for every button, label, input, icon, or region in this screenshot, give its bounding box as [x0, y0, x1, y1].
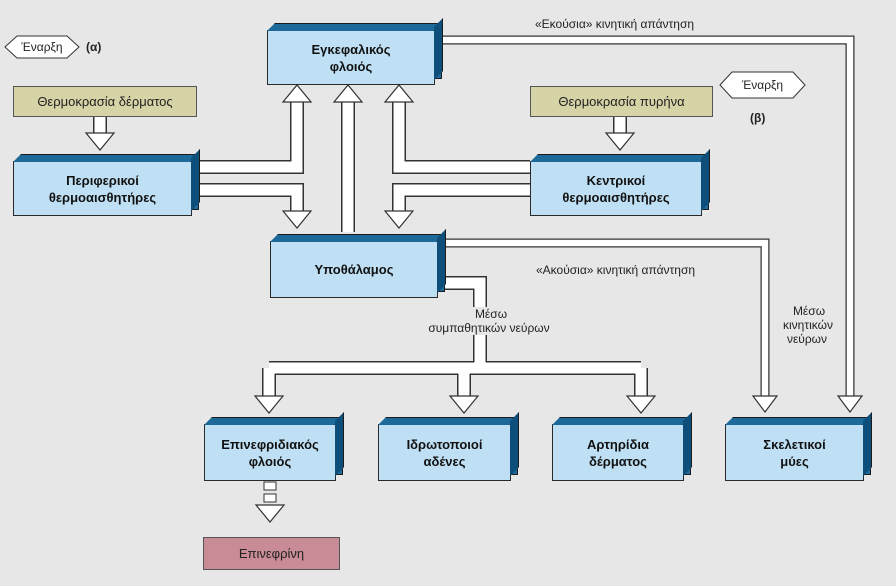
- motor-nerves-text: Μέσω κινητικών νεύρων: [783, 304, 833, 346]
- arrow-central-to-cortex: [383, 84, 530, 174]
- start-diamond-a: [4, 35, 80, 59]
- skin-arterioles-box: Αρτηρίδια δέρματος: [552, 424, 684, 481]
- arrow-skin-to-peripheral: [84, 116, 116, 151]
- skeletal-muscles-box: Σκελετικοί μύες: [725, 424, 864, 481]
- marker-b: (β): [750, 111, 766, 125]
- central-thermoreceptors-box: Κεντρικοί θερμοαισθητήρες: [530, 161, 702, 216]
- motor-nerves-label: Μέσω κινητικών νεύρων: [768, 304, 848, 346]
- adrenal-cortex-box: Επινεφριδιακός φλοιός: [204, 424, 336, 481]
- hypothalamus-label: Υποθάλαμος: [314, 262, 394, 277]
- arrow-peripheral-to-hypothalamus: [195, 183, 313, 229]
- sympathetic-nerves-text: Μέσω συμπαθητικών νεύρων: [428, 307, 552, 335]
- peripheral-thermoreceptors-box: Περιφερικοί θερμοαισθητήρες: [13, 161, 192, 216]
- voluntary-response-label: «Εκούσια» κινητική απάντηση: [535, 17, 695, 31]
- skin-temperature-label: Θερμοκρασία δέρματος: [37, 94, 173, 109]
- start-label-a: Έναρξη: [21, 40, 63, 54]
- sweat-glands-box: Ιδρωτοποιοί αδένες: [378, 424, 511, 481]
- skin-temperature-box: Θερμοκρασία δέρματος: [13, 86, 197, 117]
- start-diamond-b: [719, 71, 806, 99]
- epinephrine-box: Επινεφρίνη: [203, 537, 340, 570]
- cortex-label: Εγκεφαλικός φλοιός: [311, 41, 391, 74]
- marker-a: (α): [86, 40, 102, 54]
- core-temperature-label: Θερμοκρασία πυρήνα: [558, 94, 685, 109]
- skeletal-muscles-label: Σκελετικοί μύες: [763, 436, 826, 469]
- arrow-hypothalamus-to-skeletal: [440, 238, 779, 413]
- arrow-hypothalamus-to-effectors: [253, 276, 657, 414]
- arrow-cortex-to-skeletal: [430, 35, 864, 413]
- arrow-hypothalamus-to-cortex: [332, 84, 364, 232]
- sweat-glands-label: Ιδρωτοποιοί αδένες: [406, 436, 483, 469]
- core-temperature-box: Θερμοκρασία πυρήνα: [530, 86, 713, 117]
- sympathetic-nerves-label: Μέσω συμπαθητικών νεύρων: [420, 307, 560, 335]
- arrow-adrenal-to-epinephrine: [254, 481, 286, 523]
- arrow-core-to-central: [604, 116, 636, 151]
- start-label-b: Έναρξη: [741, 78, 784, 92]
- involuntary-response-label: «Ακούσια» κινητική απάντηση: [536, 263, 696, 277]
- skin-arterioles-label: Αρτηρίδια δέρματος: [587, 436, 649, 469]
- hypothalamus-box: Υποθάλαμος: [270, 241, 438, 298]
- arrow-central-to-hypothalamus: [383, 183, 530, 229]
- central-thermoreceptors-label: Κεντρικοί θερμοαισθητήρες: [562, 172, 670, 205]
- epinephrine-label: Επινεφρίνη: [238, 546, 305, 561]
- cortex-box: Εγκεφαλικός φλοιός: [267, 30, 435, 85]
- peripheral-thermoreceptors-label: Περιφερικοί θερμοαισθητήρες: [48, 172, 157, 205]
- arrow-peripheral-to-cortex: [195, 84, 313, 174]
- adrenal-cortex-label: Επινεφριδιακός φλοιός: [221, 436, 319, 469]
